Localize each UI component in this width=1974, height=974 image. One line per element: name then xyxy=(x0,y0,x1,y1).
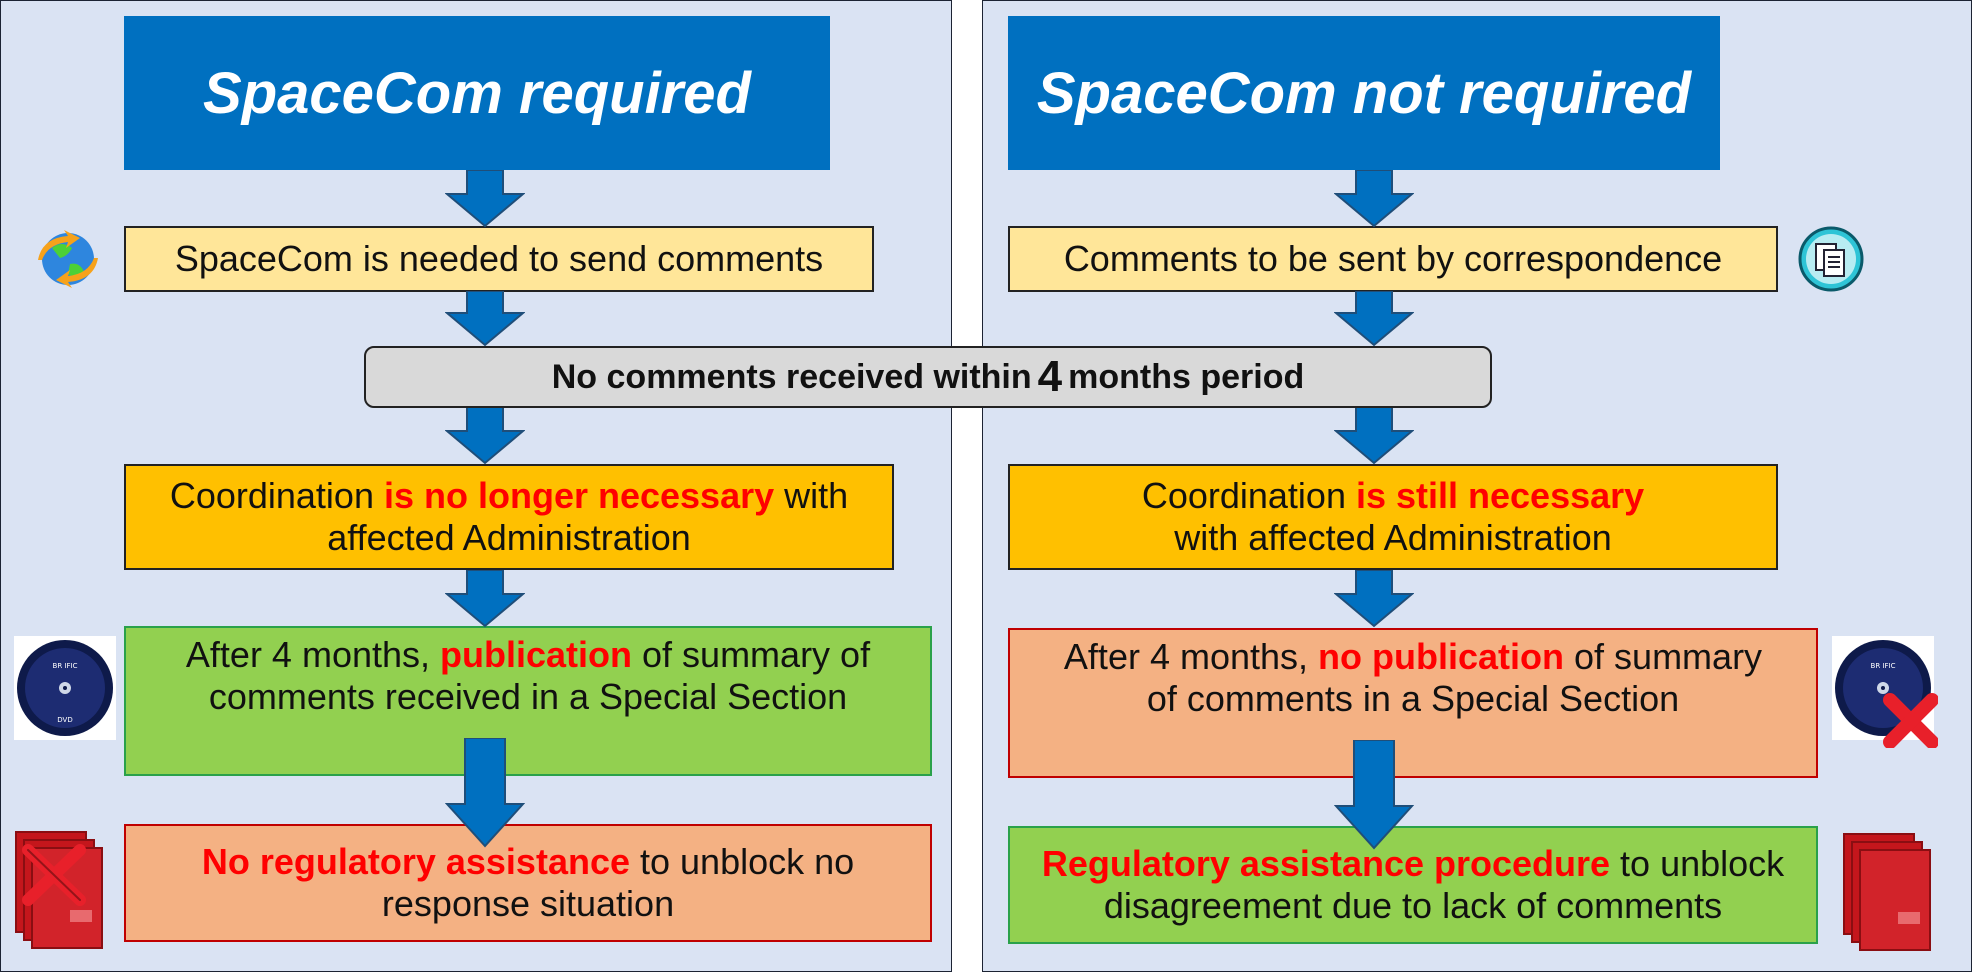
right-step3-box: After 4 months, no publication of summar… xyxy=(1008,628,1818,778)
left-step4-line1: No regulatory assistance to unblock no xyxy=(201,841,855,882)
left-step3-line2: comments received in a Special Section xyxy=(208,676,848,717)
no-comments-banner: No comments received within 4 months per… xyxy=(364,346,1492,408)
svg-text:BR IFIC: BR IFIC xyxy=(53,662,78,670)
left-step1-text: SpaceCom is needed to send comments xyxy=(174,238,824,279)
arrow-right-3 xyxy=(1334,407,1414,465)
right-step4-line2: disagreement due to lack of comments xyxy=(1103,885,1723,926)
left-step4-box: No regulatory assistance to unblock no r… xyxy=(124,824,932,942)
right-header-text: SpaceCom not required xyxy=(1036,60,1692,126)
right-step4-box: Regulatory assistance procedure to unblo… xyxy=(1008,826,1818,944)
dvd-crossed-icon: BR IFIC xyxy=(1832,636,1938,748)
books-icon xyxy=(1843,833,1931,951)
arrow-left-5 xyxy=(445,738,525,848)
right-step3-line2: of comments in a Special Section xyxy=(1146,678,1680,719)
banner-text-pre: No comments received within xyxy=(551,357,1032,396)
arrow-right-2 xyxy=(1334,291,1414,347)
dvd-icon: BR IFIC DVD xyxy=(14,636,116,740)
left-step2-line1: Coordination is no longer necessary with xyxy=(169,475,849,516)
arrow-left-1 xyxy=(445,170,525,228)
right-step3-line1: After 4 months, no publication of summar… xyxy=(1063,636,1763,677)
arrow-left-3 xyxy=(445,407,525,465)
banner-number: 4 xyxy=(1037,352,1063,401)
left-step1-box: SpaceCom is needed to send comments xyxy=(124,226,874,292)
books-crossed-icon xyxy=(15,831,103,949)
right-step2-emphasis: is still necessary xyxy=(1355,475,1645,516)
left-step2-emphasis: is no longer necessary xyxy=(383,475,775,516)
right-step3-emphasis: no publication xyxy=(1318,636,1565,677)
left-step4-line2: response situation xyxy=(381,883,675,924)
svg-text:BR IFIC: BR IFIC xyxy=(1871,662,1896,670)
arrow-right-1 xyxy=(1334,170,1414,228)
left-step3-emphasis: publication xyxy=(440,634,633,675)
arrow-right-5 xyxy=(1334,740,1414,850)
left-header: SpaceCom required xyxy=(124,16,830,170)
right-step1-text: Comments to be sent by correspondence xyxy=(1063,238,1723,279)
right-step1-box: Comments to be sent by correspondence xyxy=(1008,226,1778,292)
right-step2-line1: Coordination is still necessary xyxy=(1141,475,1645,516)
left-header-text: SpaceCom required xyxy=(203,60,751,126)
right-header: SpaceCom not required xyxy=(1008,16,1720,170)
arrow-left-4 xyxy=(445,570,525,628)
right-step4-emphasis: Regulatory assistance procedure xyxy=(1041,843,1611,884)
documents-icon xyxy=(1798,226,1864,292)
left-step2-line2: affected Administration xyxy=(327,517,691,558)
left-step3-box: After 4 months, publication of summary o… xyxy=(124,626,932,776)
arrow-left-2 xyxy=(445,291,525,347)
left-step3-line1: After 4 months, publication of summary o… xyxy=(185,634,871,675)
svg-text:DVD: DVD xyxy=(57,716,72,724)
right-step4-line1: Regulatory assistance procedure to unblo… xyxy=(1041,843,1785,884)
right-step2-box: Coordination is still necessary with aff… xyxy=(1008,464,1778,570)
banner-text-post: months period xyxy=(1068,357,1305,396)
left-step2-box: Coordination is no longer necessary with… xyxy=(124,464,894,570)
globe-sync-icon xyxy=(38,230,98,288)
right-step2-line2: with affected Administration xyxy=(1174,517,1612,558)
arrow-right-4 xyxy=(1334,570,1414,628)
left-step4-emphasis: No regulatory assistance xyxy=(201,841,630,882)
